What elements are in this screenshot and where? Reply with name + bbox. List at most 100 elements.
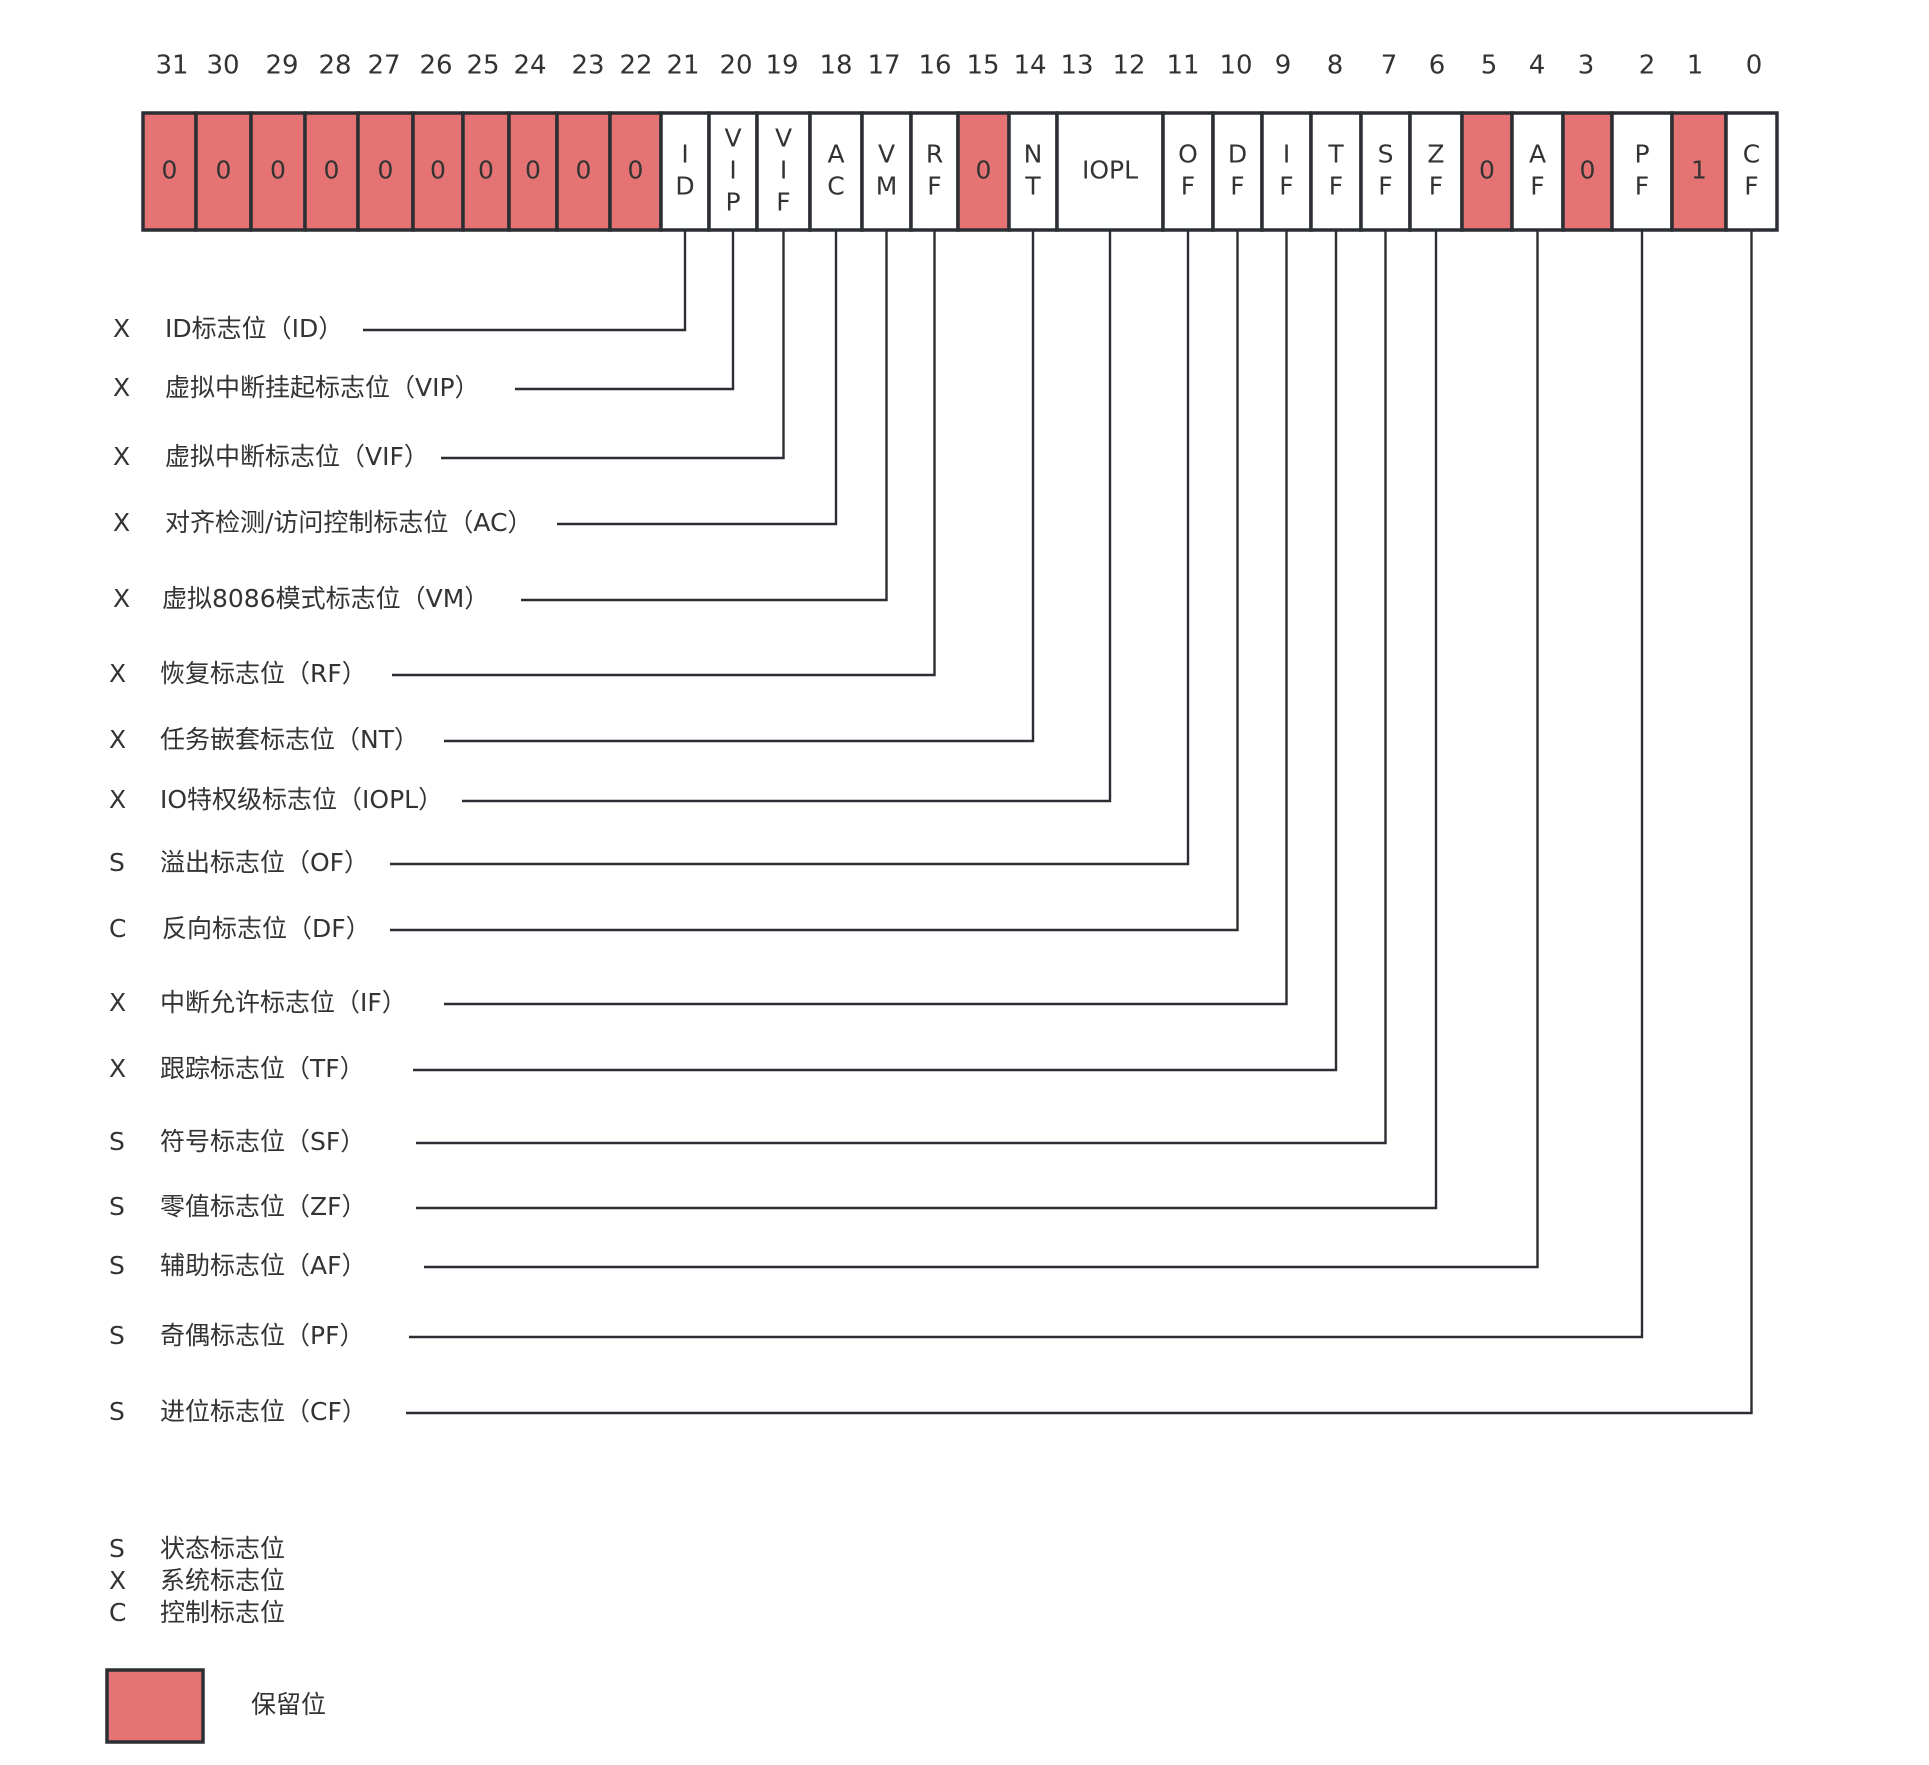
- cell-label-ac: C: [827, 172, 844, 201]
- cell-label-b15: 0: [976, 156, 992, 185]
- connector-line-zf: [416, 230, 1438, 1210]
- reserved-bit-box: [1670, 111, 1728, 232]
- flag-kind-af: S: [109, 1251, 125, 1280]
- flag-bit-box: [1260, 111, 1313, 232]
- cell-label-pf: P: [1634, 140, 1649, 169]
- register-cell-of: OF: [1161, 111, 1215, 232]
- connector-line-ac: [557, 230, 838, 526]
- legend-reserved: 保留位: [105, 1668, 326, 1744]
- register-cell-b1: 1: [1670, 111, 1728, 232]
- legend-desc: 控制标志位: [160, 1598, 285, 1627]
- reserved-bit-box: [303, 111, 360, 232]
- reserved-bit-box: [356, 111, 415, 232]
- cell-label-rf: R: [926, 140, 943, 169]
- cell-label-nt: T: [1024, 172, 1041, 201]
- flag-kind-zf: S: [109, 1192, 125, 1221]
- legend-item-S: S 状态标志位: [109, 1534, 285, 1563]
- flag-row-zf: S 零值标志位（ZF）: [109, 1192, 367, 1221]
- reserved-bit-box: [608, 111, 663, 232]
- cell-label-vip: I: [729, 156, 736, 185]
- cell-label-zf: F: [1429, 172, 1443, 201]
- register-cell-vif: VIF: [755, 111, 812, 232]
- connector-line-of: [390, 230, 1190, 866]
- bit-number-20: 20: [719, 51, 752, 81]
- bit-number-0: 0: [1746, 51, 1763, 81]
- flag-bit-box: [659, 111, 711, 232]
- cell-label-df: D: [1228, 140, 1247, 169]
- legend-key: S: [109, 1534, 125, 1563]
- bit-number-18: 18: [819, 51, 852, 81]
- reserved-bit-box: [411, 111, 465, 232]
- cell-label-zf: Z: [1427, 140, 1444, 169]
- flag-kind-iopl: X: [109, 785, 126, 814]
- cell-label-b30: 0: [216, 156, 232, 185]
- flag-kind-id: X: [113, 314, 130, 343]
- flag-description-nt: 任务嵌套标志位（NT）: [160, 725, 419, 754]
- register-cell-b15: 0: [956, 111, 1011, 232]
- legend-key: X: [109, 1566, 126, 1595]
- bit-number-8: 8: [1327, 51, 1344, 81]
- cell-label-af: F: [1530, 172, 1544, 201]
- register-cell-b24: 0: [507, 111, 559, 232]
- bit-number-26: 26: [419, 51, 452, 81]
- connector-line-vm: [521, 230, 888, 602]
- cell-label-b31: 0: [162, 156, 178, 185]
- cell-label-of: O: [1178, 140, 1198, 169]
- legend-item-X: X 系统标志位: [109, 1566, 285, 1595]
- reserved-bit-box: [956, 111, 1011, 232]
- connector-line-tf: [413, 230, 1338, 1072]
- connector-line-vif: [441, 230, 785, 460]
- bit-number-1: 1: [1687, 51, 1704, 81]
- connector-line-iopl: [462, 230, 1112, 803]
- cell-label-sf: F: [1378, 172, 1392, 201]
- register-cell-pf: PF: [1610, 111, 1674, 232]
- register-cell-af: AF: [1510, 111, 1565, 232]
- connector-line-pf: [409, 230, 1644, 1339]
- bit-number-19: 19: [765, 51, 798, 81]
- bit-number-12: 12: [1112, 51, 1145, 81]
- flag-kind-vip: X: [113, 373, 130, 402]
- bit-number-2: 2: [1639, 51, 1656, 81]
- cell-label-tf: F: [1329, 172, 1343, 201]
- cell-label-b1: 1: [1691, 156, 1707, 185]
- bit-number-17: 17: [867, 51, 900, 81]
- cell-label-df: F: [1230, 172, 1244, 201]
- cell-label-vif: F: [776, 188, 790, 217]
- cell-label-if: I: [1283, 140, 1290, 169]
- flag-description-pf: 奇偶标志位（PF）: [160, 1321, 364, 1350]
- flag-description-zf: 零值标志位（ZF）: [160, 1192, 367, 1221]
- cell-label-cf: C: [1743, 140, 1760, 169]
- bit-number-7: 7: [1381, 51, 1398, 81]
- register-cell-b27: 0: [356, 111, 415, 232]
- cell-label-vif: I: [780, 156, 787, 185]
- register-cell-rf: RF: [909, 111, 960, 232]
- legend-desc: 状态标志位: [160, 1534, 285, 1563]
- connector-line-if: [444, 230, 1288, 1006]
- cell-label-sf: S: [1378, 140, 1394, 169]
- flag-kind-vif: X: [113, 442, 130, 471]
- register-cell-b5: 0: [1460, 111, 1514, 232]
- register-cell-vm: VM: [860, 111, 913, 232]
- flag-bit-box: [1610, 111, 1674, 232]
- bit-number-6: 6: [1429, 51, 1446, 81]
- reserved-label: 保留位: [251, 1690, 326, 1719]
- flag-bit-box: [755, 111, 812, 232]
- connector-line-af: [424, 230, 1539, 1269]
- legend-desc: 系统标志位: [160, 1566, 285, 1595]
- bit-number-5: 5: [1481, 51, 1498, 81]
- reserved-bit-box: [194, 111, 253, 232]
- connector-line-sf: [416, 230, 1387, 1145]
